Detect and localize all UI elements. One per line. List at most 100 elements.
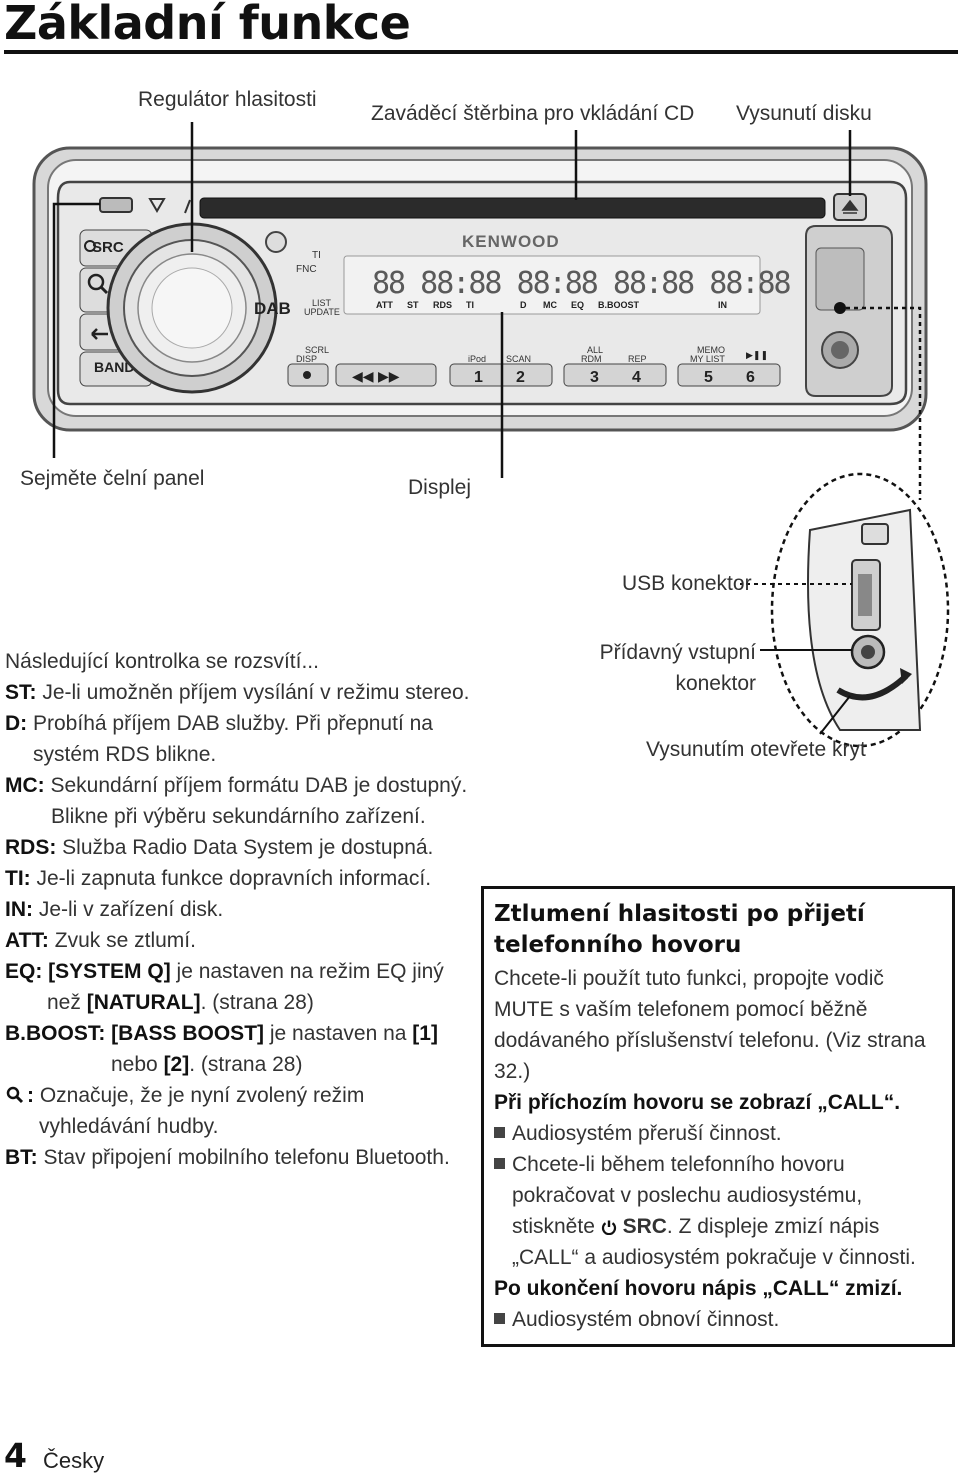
bullet-text: Audiosystém obnoví činnost. [512, 1308, 780, 1331]
preset-6: 6 [746, 369, 755, 386]
page-title: Základní funkce [4, 0, 411, 50]
indicator-key: D: [5, 712, 28, 735]
indicator-text: Zvuk se ztlumí. [48, 929, 196, 952]
indicator-text: Sekundární příjem formátu DAB je dostupn… [44, 774, 468, 828]
ind-rds: RDS [433, 300, 452, 310]
indicator-setting: [1] [412, 1022, 438, 1045]
car-stereo-illustration: SRC BAND DAB TI FNC LIST UPDATE KENWOOD … [32, 122, 928, 500]
aux-label-line2: konektor [675, 672, 756, 695]
indicator-key: TI: [5, 867, 31, 890]
disp-label: DISP [296, 354, 317, 364]
indicator-key: IN: [5, 898, 33, 921]
memo-label: MEMO [697, 345, 725, 355]
mute-call-end: Po ukončení hovoru nápis „CALL“ zmizí. [494, 1277, 903, 1300]
indicator-att: ATT: Zvuk se ztlumí. [5, 925, 475, 956]
cover-label: Vysunutím otevřete kryt [646, 738, 866, 761]
preset-4: 4 [632, 369, 641, 386]
list-label: LIST [312, 298, 332, 308]
dab-button-label: DAB [254, 299, 291, 318]
mute-heading-line2: telefonního hovoru [494, 932, 742, 958]
indicator-in: IN: Je-li v zařízení disk. [5, 894, 475, 925]
ind-mc: MC [543, 300, 557, 310]
preset-1: 1 [474, 369, 483, 386]
bullet-square-icon [494, 1127, 505, 1138]
page-language: Česky [43, 1448, 105, 1473]
indicator-search: : Označuje, že je nyní zvolený režim vyh… [5, 1080, 475, 1142]
prev-next-label: ◀◀ ▶▶ [352, 369, 400, 385]
indicator-key: : [27, 1084, 34, 1107]
indicator-key: EQ: [5, 960, 43, 983]
bullet-text: . Z displeje zmizí nápis „CALL“ a audios… [512, 1215, 916, 1269]
indicator-ti: TI: Je-li zapnuta funkce dopravních info… [5, 863, 475, 894]
scan-label: SCAN [506, 354, 531, 364]
src-button-label: SRC [92, 239, 124, 256]
src-key: SRC [622, 1215, 667, 1238]
rdm-label: RDM [581, 354, 602, 364]
mute-intro: Chcete-li použít tuto funkci, propojte v… [494, 967, 926, 1083]
ti-label: TI [312, 250, 321, 261]
indicator-mc: MC: Sekundární příjem formátu DAB je dos… [5, 770, 475, 832]
bullet-text: Audiosystém přeruší činnost. [512, 1122, 782, 1145]
aux-label: Přídavný vstupní konektor [540, 637, 756, 699]
title-rule [4, 50, 958, 54]
ind-in: IN [718, 300, 727, 310]
fnc-label: FNC [296, 264, 317, 275]
volume-knob-label: Regulátor hlasitosti [138, 88, 317, 111]
all-label: ALL [587, 345, 603, 355]
brand-logo: KENWOOD [462, 232, 560, 251]
preset-2: 2 [516, 369, 525, 386]
ipod-label: iPod [468, 354, 486, 364]
indicator-st: ST: Je-li umožněn příjem vysílání v reži… [5, 677, 475, 708]
update-label: UPDATE [304, 307, 340, 317]
indicator-setting: [SYSTEM Q] [42, 960, 171, 983]
indicator-text: Probíhá příjem DAB služby. Při přepnutí … [27, 712, 433, 766]
indicator-setting: [BASS BOOST] [105, 1022, 265, 1045]
indicator-rds: RDS: Služba Radio Data System je dostupn… [5, 832, 475, 863]
indicator-key: BT: [5, 1146, 38, 1169]
indicator-ref: . (strana 28) [189, 1053, 303, 1076]
indicator-text: Je-li umožněn příjem vysílání v režimu s… [36, 681, 470, 704]
indicator-text: Stav připojení mobilního telefonu Blueto… [37, 1146, 450, 1169]
indicator-bt: BT: Stav připojení mobilního telefonu Bl… [5, 1142, 475, 1173]
indicator-key: RDS: [5, 836, 57, 859]
indicator-text: je nastaven na režim EQ jiný [170, 960, 444, 983]
indicator-setting: [NATURAL] [86, 991, 201, 1014]
indicator-eq: EQ: [SYSTEM Q] je nastaven na režim EQ j… [5, 956, 475, 1018]
play-pause-label: ▶❚❚ [746, 351, 768, 361]
preset-3: 3 [590, 369, 599, 386]
mute-bullet-3: Audiosystém obnoví činnost. [494, 1304, 944, 1335]
display-segments: 88 88:88 88:88 88:88 88:88 [372, 266, 791, 301]
bullet-square-icon [494, 1158, 505, 1169]
eject-label: Vysunutí disku [736, 102, 872, 125]
indicator-key: MC: [5, 774, 45, 797]
bullet-text: Chcete-li během telefonního hovoru pokra… [512, 1153, 863, 1238]
ind-st: ST [407, 300, 419, 310]
indicator-d: D: Probíhá příjem DAB služby. Při přepnu… [5, 708, 475, 770]
ind-bboost: B.BOOST [598, 300, 640, 310]
rep-label: REP [628, 354, 647, 364]
my-list-label: MY LIST [690, 354, 725, 364]
indicator-text: než [47, 991, 87, 1014]
indicator-text: Označuje, že je nyní zvolený režim vyhle… [34, 1084, 365, 1138]
aux-label-line1: Přídavný vstupní [599, 641, 756, 664]
mute-incoming-call: Při příchozím hovoru se zobrazí „CALL“. [494, 1091, 901, 1114]
cd-slot-label: Zaváděcí štěrbina pro vkládání CD [371, 102, 695, 125]
indicator-text: Služba Radio Data System je dostupná. [56, 836, 434, 859]
phone-mute-box: Ztlumení hlasitosti po přijetí telefonníh… [481, 886, 955, 1347]
indicator-bboost: B.BOOST: [BASS BOOST] je nastaven na [1]… [5, 1018, 475, 1080]
usb-aux-zoom-illustration [740, 472, 950, 748]
mute-heading-line1: Ztlumení hlasitosti po přijetí [494, 901, 865, 927]
page-number: 4 [4, 1436, 27, 1475]
bullet-square-icon [494, 1313, 505, 1324]
scrl-label: SCRL [305, 345, 329, 355]
indicator-text: nebo [111, 1053, 164, 1076]
indicator-list: Následující kontrolka se rozsvítí... ST:… [5, 646, 475, 1173]
mute-bullet-1: Audiosystém přeruší činnost. [494, 1118, 944, 1149]
ind-d: D [520, 300, 527, 310]
indicator-key: ATT: [5, 929, 49, 952]
indicator-intro: Následující kontrolka se rozsvítí... [5, 650, 319, 673]
search-icon [6, 1086, 24, 1104]
indicator-key: B.BOOST: [5, 1022, 106, 1045]
mute-heading: Ztlumení hlasitosti po přijetí telefonníh… [494, 899, 944, 961]
indicator-setting: [2] [163, 1053, 190, 1076]
